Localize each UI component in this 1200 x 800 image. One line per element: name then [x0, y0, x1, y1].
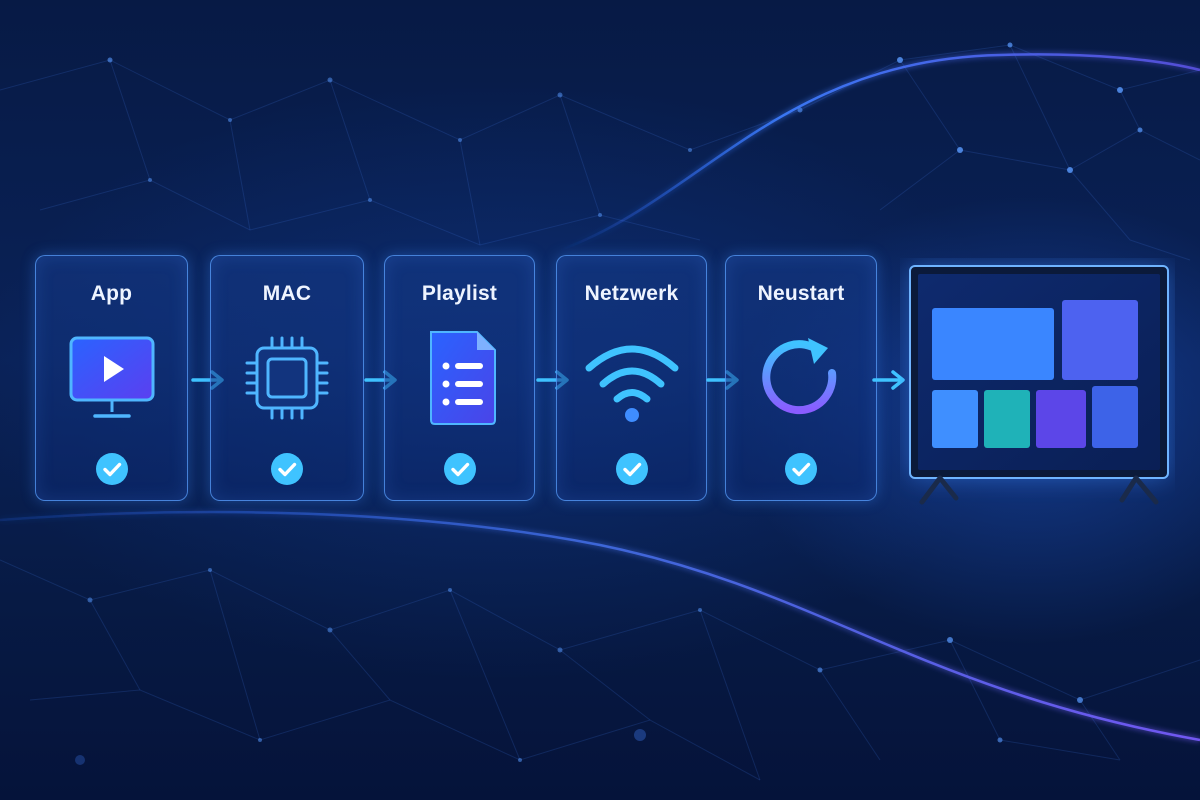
glow-curve-upper — [559, 53, 1200, 252]
tv-play-icon — [69, 336, 154, 418]
checkmark-icon — [785, 453, 817, 485]
checkmark-icon — [95, 453, 128, 485]
arrow-right-icon — [872, 370, 905, 390]
step-card-app: App — [35, 255, 188, 501]
step-label: Netzwerk — [584, 282, 679, 305]
step-label: Neustart — [757, 282, 845, 305]
network-nodes — [75, 42, 1143, 765]
restart-icon — [762, 338, 837, 415]
step-card-playlist: Playlist — [384, 255, 535, 501]
step-label: MAC — [262, 282, 312, 305]
step-label: Playlist — [421, 282, 498, 305]
checkmark-icon — [615, 453, 648, 485]
playlist-document-icon — [429, 331, 496, 425]
tv-screen-tiles — [932, 300, 1138, 448]
step-label: App — [90, 282, 133, 305]
chip-icon — [245, 336, 329, 420]
step-card-netzwerk: Netzwerk — [556, 255, 707, 501]
step-card-mac: MAC — [210, 255, 364, 501]
checkmark-icon — [443, 453, 476, 485]
checkmark-icon — [271, 453, 303, 485]
smart-tv-icon — [909, 265, 1169, 505]
step-card-neustart: Neustart — [725, 255, 877, 501]
glow-curve-lower — [0, 510, 1200, 742]
wifi-icon — [585, 345, 678, 422]
